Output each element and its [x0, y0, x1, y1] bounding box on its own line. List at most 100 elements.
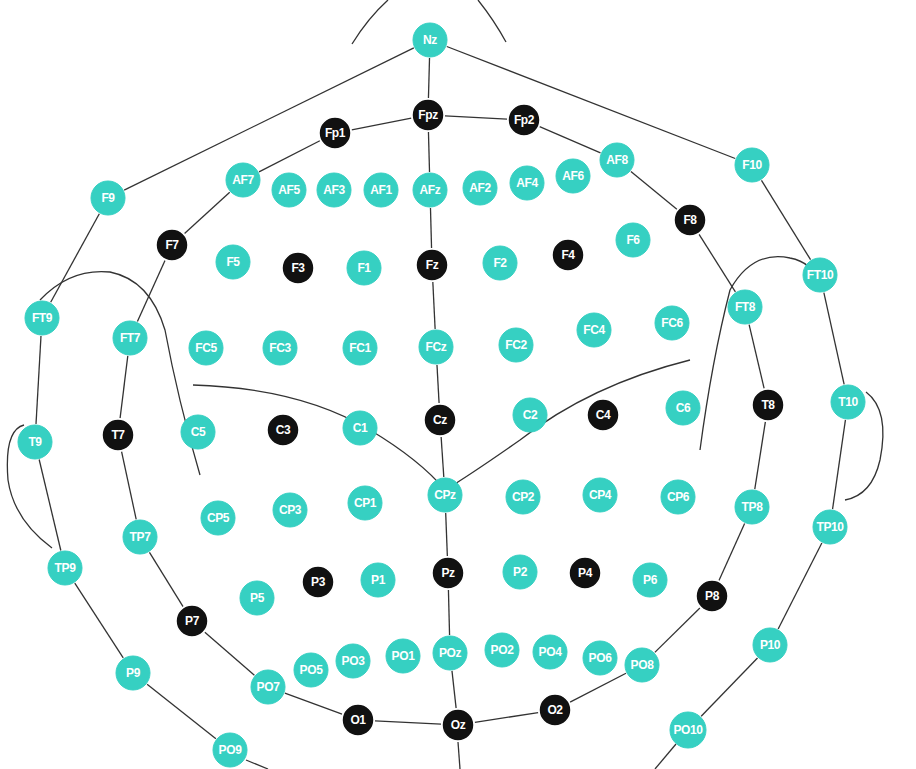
electrode-site: T7 — [101, 418, 135, 452]
head-line — [655, 608, 700, 652]
electrode-site: C5 — [180, 414, 216, 450]
electrode-label: CP3 — [279, 504, 301, 516]
head-line — [285, 693, 342, 714]
electrode-disc — [600, 143, 634, 177]
electrode-site: CP5 — [200, 500, 236, 536]
electrode-site: AF8 — [599, 142, 635, 178]
electrode-disc — [661, 480, 695, 514]
electrode-site: F4 — [551, 238, 585, 272]
electrode-label: FT8 — [735, 301, 755, 313]
electrode-disc — [499, 328, 533, 362]
electrode-label: F8 — [683, 214, 696, 226]
electrode-label: TP10 — [816, 521, 843, 533]
electrode-label: Oz — [451, 719, 466, 731]
electrode-site: PO4 — [532, 634, 568, 670]
electrode-label: PO7 — [257, 681, 280, 693]
electrode-site: Fpz — [411, 98, 445, 132]
electrode-site: Oz — [441, 708, 475, 742]
electrode-site: CP6 — [660, 479, 696, 515]
electrode-disc — [319, 117, 351, 149]
sulcus-line — [193, 385, 445, 490]
electrode-disc — [616, 223, 650, 257]
electrode-label: F6 — [626, 234, 639, 246]
electrode-label: Fz — [426, 259, 439, 271]
electrode-site: P1 — [360, 562, 396, 598]
electrode-site: F10 — [734, 147, 770, 183]
electrode-disc — [364, 173, 398, 207]
electrode-site: POz — [432, 635, 468, 671]
electrode-disc — [432, 557, 464, 589]
electrode-disc — [539, 694, 571, 726]
electrode-label: Fp1 — [325, 127, 345, 139]
electrode-label: AFz — [420, 184, 441, 196]
sulcus-line — [445, 360, 690, 490]
electrode-site: FCz — [418, 329, 454, 365]
electrode-label: PO3 — [342, 655, 365, 667]
electrode-label: FC6 — [661, 317, 682, 329]
electrode-site: AF5 — [271, 172, 307, 208]
electrode-disc — [483, 246, 517, 280]
head-line — [452, 671, 456, 708]
electrode-site: F6 — [615, 222, 651, 258]
electrode-disc — [273, 493, 307, 527]
nose-line — [478, 0, 506, 42]
head-line — [446, 513, 448, 556]
electrode-disc — [91, 181, 125, 215]
electrode-site: FC4 — [576, 312, 612, 348]
electrode-label: O1 — [350, 714, 365, 726]
head-line — [205, 632, 255, 675]
electrode-label: PO5 — [300, 664, 323, 676]
electrode-label: T10 — [838, 396, 857, 408]
head-line — [428, 58, 429, 98]
electrode-disc — [294, 653, 328, 687]
electrode-label: O2 — [547, 704, 562, 716]
electrode-site: P3 — [301, 565, 335, 599]
electrode-disc — [348, 486, 382, 520]
electrode-label: AF4 — [516, 177, 537, 189]
electrode-disc — [347, 251, 381, 285]
electrode-site: C4 — [586, 398, 620, 432]
electrode-disc — [240, 581, 274, 615]
electrode-site: TP10 — [812, 509, 848, 545]
electrode-site: CP3 — [272, 492, 308, 528]
electrode-disc — [263, 331, 297, 365]
electrode-site: CPz — [427, 477, 463, 513]
electrode-site: AF1 — [363, 172, 399, 208]
electrode-site: P2 — [502, 554, 538, 590]
electrode-disc — [583, 478, 617, 512]
head-line — [833, 420, 846, 509]
electrode-disc — [556, 159, 590, 193]
electrode-disc — [735, 148, 769, 182]
head-line — [761, 180, 810, 259]
head-outline-line — [246, 760, 268, 769]
head-line — [430, 208, 431, 248]
electrode-disc — [510, 166, 544, 200]
electrode-label: C2 — [523, 409, 538, 421]
electrode-label: C6 — [676, 402, 691, 414]
electrode-disc — [506, 480, 540, 514]
electrode-label: TP7 — [130, 531, 151, 543]
electrode-label: CP1 — [354, 497, 376, 509]
electrode-disc — [282, 252, 314, 284]
midline — [458, 742, 460, 769]
head-line — [259, 141, 320, 172]
electrode-label: PO10 — [673, 724, 702, 736]
electrode-disc — [201, 501, 235, 535]
electrode-disc — [587, 399, 619, 431]
electrode-label: AF1 — [370, 184, 391, 196]
electrode-disc — [156, 229, 188, 261]
head-line — [570, 673, 626, 702]
electrode-site: T9 — [17, 424, 53, 460]
electrode-site: FT10 — [802, 257, 838, 293]
head-line — [352, 118, 412, 130]
electrode-site: F8 — [673, 203, 707, 237]
electrode-site: TP9 — [47, 550, 83, 586]
electrode-label: P10 — [760, 639, 780, 651]
electrode-label: CP6 — [667, 491, 689, 503]
head-line — [137, 260, 165, 321]
head-line — [719, 523, 745, 580]
electrode-label: FC3 — [269, 342, 290, 354]
electrode-label: T8 — [761, 399, 774, 411]
head-line — [540, 127, 601, 153]
electrode-label: P6 — [643, 574, 657, 586]
